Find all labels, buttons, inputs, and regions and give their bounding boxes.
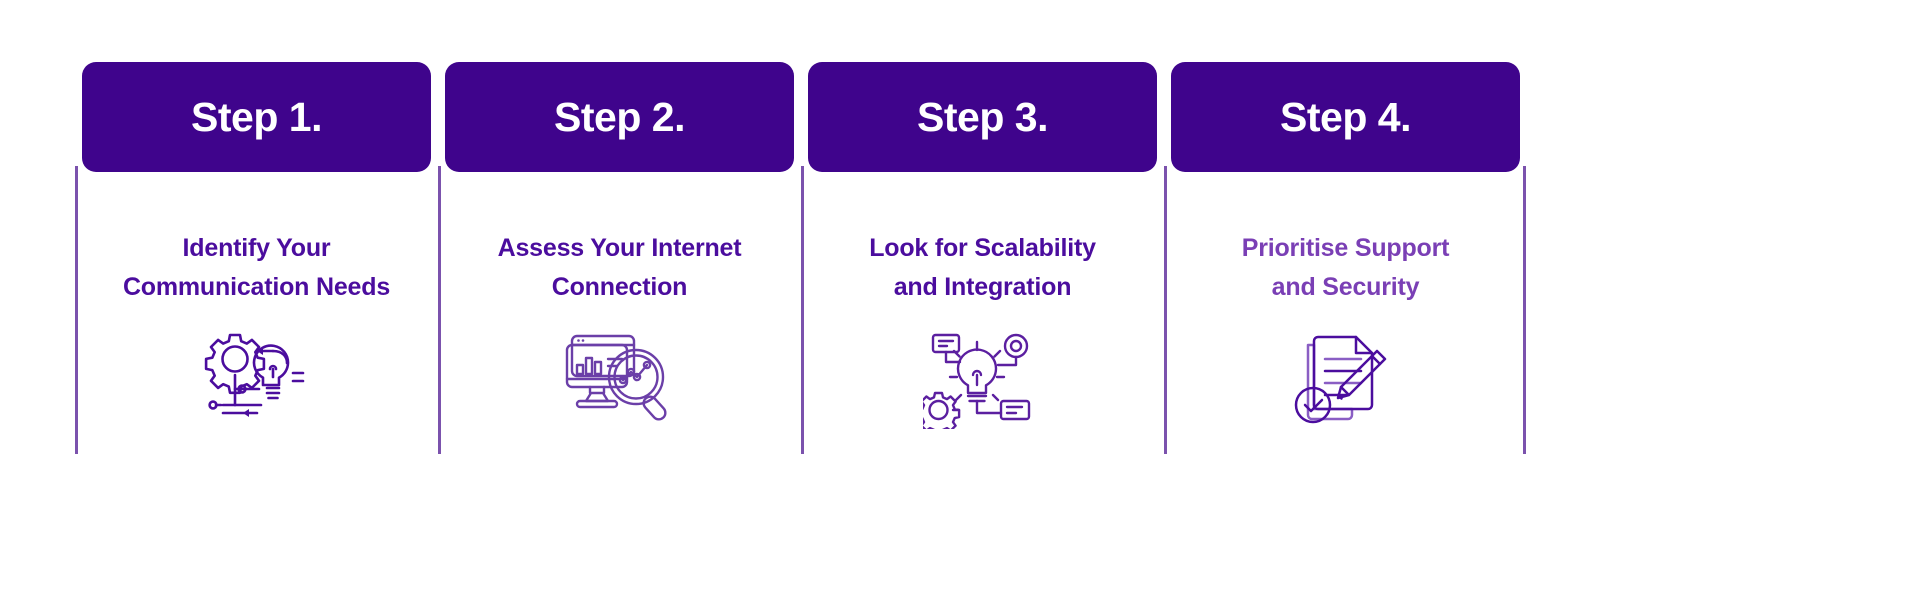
step-header-1: Step 1.	[82, 62, 431, 172]
document-pencil-check-icon	[1286, 329, 1406, 429]
step-header-label-4: Step 4.	[1280, 93, 1411, 140]
step-header-label-3: Step 3.	[917, 93, 1048, 140]
step-title-line-1: Assess Your Internet	[497, 234, 742, 262]
step-title-line-2: and Security	[1271, 273, 1420, 301]
step-column-4[interactable]: Step 4. Prioritise Support and Security	[1164, 62, 1527, 454]
step-header-2: Step 2.	[445, 62, 794, 172]
step-title-3: Look for Scalability and Integration	[818, 229, 1148, 307]
step-column-2[interactable]: Step 2. Assess Your Internet Connection	[438, 62, 801, 454]
step-title-4: Prioritise Support and Security	[1181, 229, 1511, 307]
step-title-line-2: Communication Needs	[122, 273, 391, 301]
right-edge-divider	[1523, 166, 1526, 454]
step-header-4: Step 4.	[1171, 62, 1520, 172]
step-title-line-2: Connection	[551, 273, 688, 301]
step-header-label-1: Step 1.	[191, 93, 322, 140]
monitor-chart-magnifier-icon	[560, 329, 680, 429]
step-title-line-2: and Integration	[893, 273, 1072, 301]
step-title-line-1: Prioritise Support	[1241, 234, 1450, 262]
step-title-1: Identify Your Communication Needs	[92, 229, 422, 307]
gear-lightbulb-circuit-icon	[197, 329, 317, 429]
step-header-label-2: Step 2.	[554, 93, 685, 140]
lightbulb-gear-network-icon	[922, 329, 1043, 429]
step-header-3: Step 3.	[808, 62, 1157, 172]
step-column-1[interactable]: Step 1. Identify Your Communication Need…	[75, 62, 438, 454]
step-title-line-1: Look for Scalability	[869, 234, 1096, 262]
step-title-2: Assess Your Internet Connection	[455, 229, 785, 307]
step-column-3[interactable]: Step 3. Look for Scalability and Integra…	[801, 62, 1164, 454]
step-title-line-1: Identify Your	[182, 234, 331, 262]
steps-row: Step 1. Identify Your Communication Need…	[75, 62, 1527, 454]
